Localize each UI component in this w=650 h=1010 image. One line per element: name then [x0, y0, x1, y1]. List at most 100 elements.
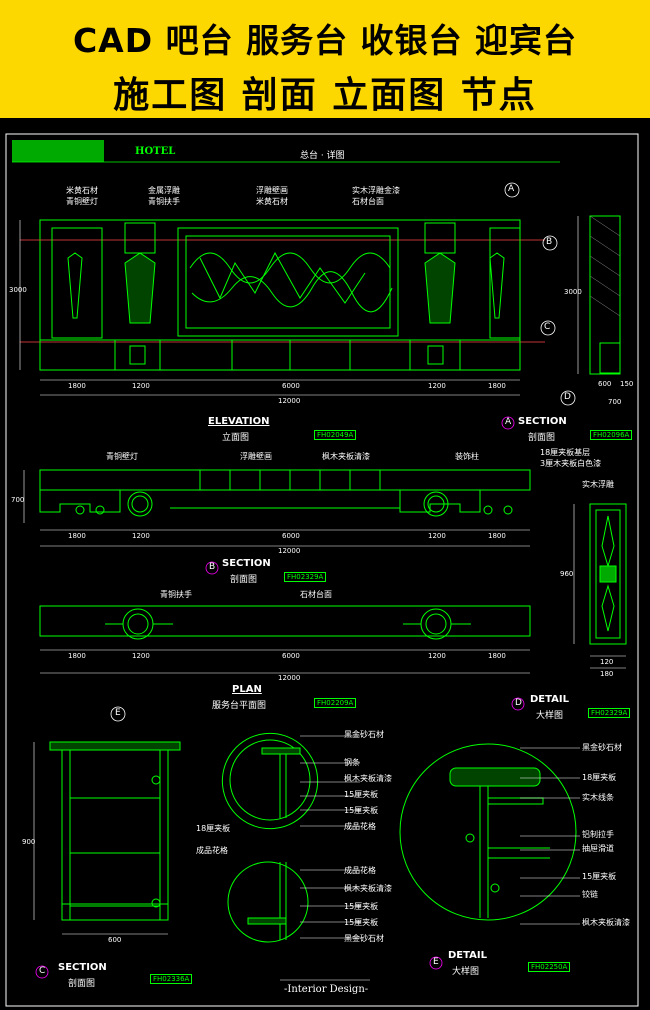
logo-block [12, 140, 104, 162]
section-a-marker: D [564, 392, 571, 402]
detail-e-title: DETAIL [448, 950, 488, 961]
section-b-dim: 1200 [132, 532, 150, 540]
elevation-code: FH02049A [314, 430, 357, 440]
elevation-dim: 1200 [132, 382, 150, 390]
detail-d-code: FH02329A [588, 708, 631, 718]
plan-dim: 1200 [132, 652, 150, 660]
section-a-marker: A [508, 184, 515, 194]
section-a-dim: 600 [598, 380, 612, 388]
section-b-title: SECTION [222, 558, 271, 569]
section-c-label: 15厘夹板 [344, 790, 379, 799]
detail-e-label: 黑金砂石材 [582, 743, 622, 752]
section-c-label: 成品花格 [344, 866, 376, 875]
section-c-dim: 600 [108, 936, 122, 944]
section-a-dim: 150 [620, 380, 634, 388]
section-b-label: 装饰柱 [455, 452, 479, 461]
footer-interior-design: -Interior Design- [284, 984, 369, 995]
detail-e-code: FH02250A [528, 962, 571, 972]
section-b-label: 青铜壁灯 [106, 452, 138, 461]
section-a-marker: C [544, 322, 551, 332]
section-a-marker: B [546, 237, 553, 247]
section-c-label: 15厘夹板 [344, 902, 379, 911]
detail-e-label: 实木线条 [582, 793, 614, 802]
section-c-label: 15厘夹板 [344, 806, 379, 815]
section-c-label: 黑金砂石材 [344, 934, 384, 943]
detail-e-label: 15厘夹板 [582, 872, 617, 881]
detail-d-dim: 960 [560, 570, 574, 578]
elevation-label: 米黄石材 [66, 186, 98, 195]
section-b-dim: 1800 [488, 532, 506, 540]
plan-dim: 1800 [488, 652, 506, 660]
plan-title: PLAN [232, 684, 262, 695]
elevation-title: ELEVATION [208, 416, 270, 427]
detail-e-label: 枫木夹板清漆 [582, 918, 630, 927]
section-c-dim: 900 [22, 838, 36, 846]
section-a-left-dim: 3000 [564, 288, 582, 296]
elevation-label: 石材台面 [352, 197, 384, 206]
section-c-label: 成品花格 [344, 822, 376, 831]
elevation-left-dim: 3000 [9, 286, 27, 294]
elevation-label: 青铜壁灯 [66, 197, 98, 206]
detail-e-label: 铰链 [582, 890, 598, 899]
section-c-code: FH02336A [150, 974, 193, 984]
elevation-label: 米黄石材 [256, 197, 288, 206]
section-b-subtitle: 剖面图 [230, 575, 258, 585]
hotel-label: HOTEL [135, 146, 176, 157]
cad-linework [5, 133, 639, 1007]
elevation-dim: 1800 [68, 382, 86, 390]
elevation-dim: 1200 [428, 382, 446, 390]
detail-d-marker: D [515, 698, 522, 708]
section-b-label: 枫木夹板清漆 [322, 452, 370, 461]
section-c-subtitle: 剖面图 [68, 979, 96, 989]
elevation-label: 浮雕壁画 [256, 186, 288, 195]
title-banner: CAD 吧台 服务台 收银台 迎宾台 施工图 剖面 立面图 节点 [0, 0, 650, 118]
detail-d-dim: 120 [600, 658, 614, 666]
section-a-subtitle: 剖面图 [528, 433, 556, 443]
section-b-total: 12000 [278, 547, 301, 555]
section-c-label: 黑金砂石材 [344, 730, 384, 739]
plan-dim: 6000 [282, 652, 300, 660]
detail-e-label: 抽屉滑道 [582, 844, 614, 853]
section-b-label: 浮雕壁画 [240, 452, 272, 461]
section-a-code: FH02096A [590, 430, 633, 440]
detail-d-dim: 180 [600, 670, 614, 678]
detail-e-subtitle: 大样图 [452, 967, 480, 977]
cad-drawing-sheet: HOTEL 总台 · 详图 米黄石材 青铜壁灯 金属浮雕 青铜扶手 浮雕壁画 米… [0, 118, 650, 1010]
plan-dim: 1200 [428, 652, 446, 660]
elevation-total: 12000 [278, 397, 301, 405]
elevation-drawing [20, 215, 621, 375]
section-c-marker: C [39, 966, 46, 976]
plan-dim: 1800 [68, 652, 86, 660]
banner-line-1: CAD 吧台 服务台 收银台 迎宾台 [72, 21, 578, 60]
plan-code: FH02209A [314, 698, 357, 708]
elevation-subtitle: 立面图 [222, 433, 250, 443]
elevation-dim: 1800 [488, 382, 506, 390]
sheet-title: 总台 · 详图 [300, 151, 345, 161]
section-b-left-dim: 700 [11, 496, 25, 504]
section-c-title: SECTION [58, 962, 107, 973]
detail-d-title: DETAIL [530, 694, 570, 705]
detail-e-label: 铝制拉手 [582, 830, 614, 839]
section-a-dim: 700 [608, 398, 622, 406]
section-b-marker: B [209, 562, 216, 572]
section-b-code: FH02329A [284, 572, 327, 582]
plan-subtitle: 服务台平面图 [212, 701, 267, 711]
elevation-label: 金属浮雕 [148, 186, 180, 195]
section-c-mid-label: 成品花格 [196, 846, 228, 855]
section-c-mid-label: 18厘夹板 [196, 824, 231, 833]
plan-drawing [39, 605, 531, 640]
section-c-drawing [49, 732, 319, 943]
section-b-dim: 6000 [282, 532, 300, 540]
section-b-label: 18厘夹板基层 [540, 448, 591, 457]
banner-line-2: 施工图 剖面 立面图 节点 [113, 75, 537, 116]
section-b-dim: 1800 [68, 532, 86, 540]
plan-label: 青铜扶手 [160, 590, 192, 599]
elevation-dim: 6000 [282, 382, 300, 390]
section-a-letter: A [505, 417, 512, 427]
section-b-label: 3厘木夹板白色漆 [540, 459, 602, 468]
detail-e-marker: E [433, 957, 439, 967]
elevation-label: 实木浮雕金漆 [352, 186, 400, 195]
section-c-label: 枫木夹板清漆 [344, 884, 392, 893]
section-c-label: 钢条 [344, 758, 360, 767]
section-b-dim: 1200 [428, 532, 446, 540]
